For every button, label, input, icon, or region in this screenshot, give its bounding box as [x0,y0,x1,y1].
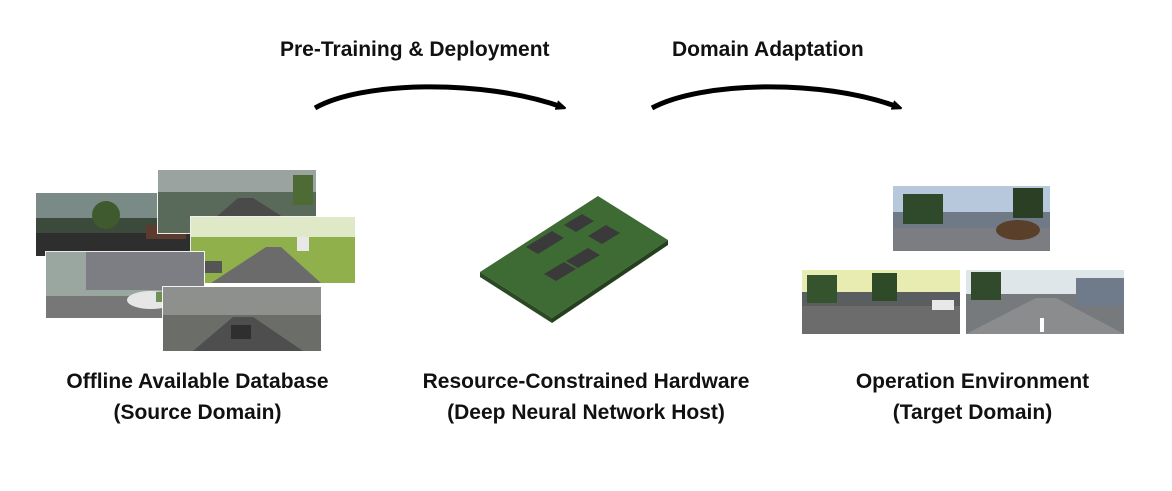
chip-4 [566,248,600,268]
circuit-board-icon [480,196,668,323]
target-image-2 [802,270,960,334]
source-image-3 [191,217,355,283]
target-domain-caption: Operation Environment (Target Domain) [800,366,1145,428]
adaptation-arrow [650,84,898,111]
hardware-caption-line2: (Deep Neural Network Host) [447,401,725,424]
source-caption-line1: Offline Available Database [66,370,329,393]
hardware-caption-line1: Resource-Constrained Hardware [422,370,750,393]
chip-5 [544,262,576,281]
target-image-3 [966,270,1124,334]
pretraining-deployment-label: Pre-Training & Deployment [280,38,550,61]
pretraining-arrow [313,84,562,111]
source-image-5 [163,287,321,351]
source-domain-caption: Offline Available Database (Source Domai… [10,366,385,428]
source-caption-line2: (Source Domain) [113,401,282,424]
hardware-caption: Resource-Constrained Hardware (Deep Neur… [386,366,786,428]
chip-3 [588,225,620,244]
target-image-1 [893,186,1050,251]
target-caption-line2: (Target Domain) [892,401,1053,424]
chip-2 [564,214,594,232]
chip-1 [526,231,564,254]
domain-adaptation-label: Domain Adaptation [672,38,864,61]
target-caption-line1: Operation Environment [855,370,1090,393]
